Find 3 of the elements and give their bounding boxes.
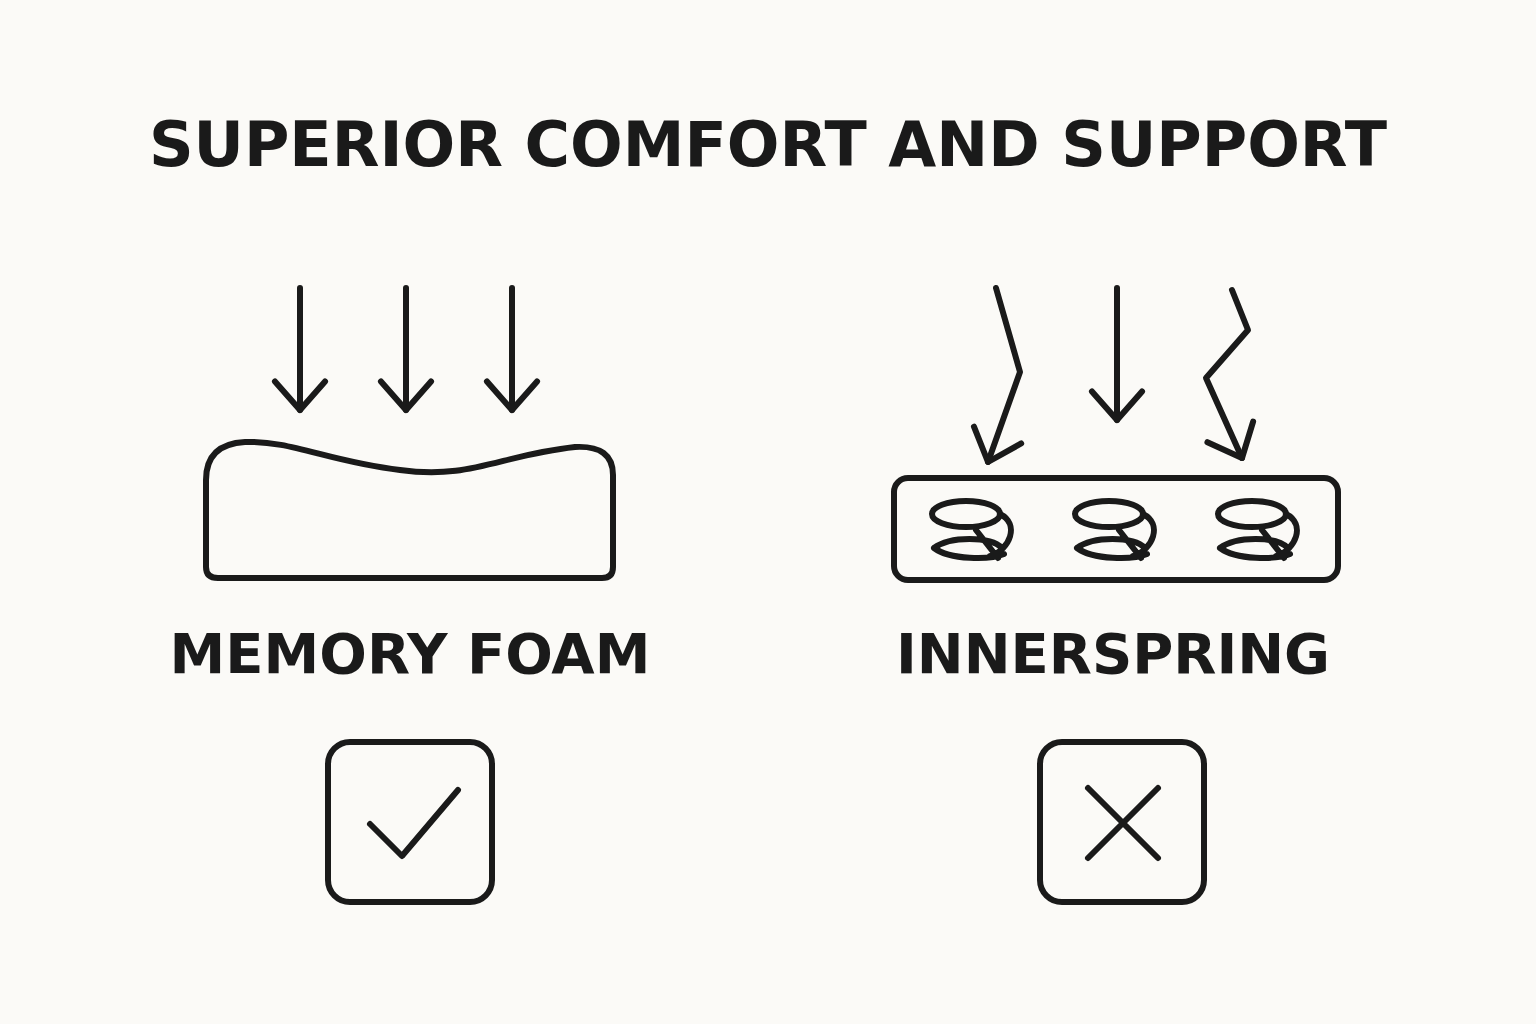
title: SUPERIOR COMFORT AND SUPPORT: [148, 114, 1388, 176]
mattress-type-label: MEMORY FOAM: [169, 626, 651, 682]
mattress-type-label: INNERSPRING: [895, 626, 1331, 682]
